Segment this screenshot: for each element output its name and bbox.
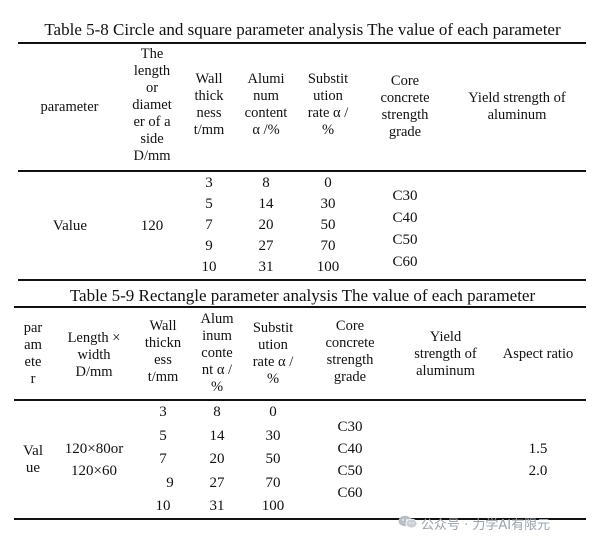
list-item: C30 [392, 188, 418, 204]
list-item: 2.0 [528, 463, 548, 479]
table2-header-wall: Wall thickn ess t/mm [144, 318, 182, 385]
list-item: 7 [159, 451, 167, 467]
watermark-text: 公众号 · 力学AI有限元 [421, 518, 551, 533]
list-item: 9 [205, 238, 213, 254]
list-item: 70 [320, 238, 336, 254]
table1-header-substitution: Substit ution rate α / % [307, 71, 349, 138]
table2-header-length: Length × width D/mm [67, 330, 121, 380]
list-item: 50 [320, 217, 336, 233]
list-item: 100 [316, 259, 340, 275]
table2-header-rule [14, 399, 586, 401]
table1-wall-values: 3 5 7 9 10 [186, 173, 232, 278]
list-item: 5 [205, 196, 213, 212]
table2-substitution-values: 0 30 50 70 100 [243, 401, 303, 519]
list-item: 3 [159, 404, 167, 420]
table1-substitution-values: 0 30 50 70 100 [298, 173, 358, 278]
table1-header-wall: Wall thick ness t/mm [193, 71, 225, 138]
list-item: 20 [258, 217, 274, 233]
table1-bottom-rule [18, 279, 586, 281]
table2-header-core-grade: Core concrete strength grade [325, 318, 375, 385]
table1-row-label: Value [52, 218, 88, 234]
list-item: C30 [337, 419, 363, 435]
table2-header-parameter: par am ete r [23, 320, 43, 387]
table1-caption: Table 5-8 Circle and square parameter an… [44, 20, 561, 39]
table1-header-parameter: parameter [40, 99, 99, 115]
table2-header-aspect: Aspect ratio [502, 346, 574, 362]
list-item: 10 [201, 259, 217, 275]
table1-header-length: The length or diamet er of a side D/mm [132, 46, 172, 164]
list-item: 100 [261, 498, 285, 514]
table1-top-rule [18, 42, 586, 44]
table1-grade-values: C30 C40 C50 C60 [365, 185, 445, 273]
list-item: 0 [269, 404, 277, 420]
table2-bottom-rule [14, 518, 586, 520]
wechat-icon [398, 515, 418, 529]
table2-aluminum-values: 8 14 20 27 31 [192, 401, 242, 519]
list-item: 8 [213, 404, 221, 420]
table1-header-yield: Yield strength of aluminum [468, 90, 566, 123]
table2-header-aluminum: Alum inum conte nt α / % [200, 311, 234, 395]
list-item: 0 [324, 175, 332, 191]
table1-aluminum-values: 8 14 20 27 31 [236, 173, 296, 278]
table1-header-core-grade: Core concrete strength grade [380, 73, 430, 140]
list-item: 5 [159, 427, 167, 444]
list-item: 7 [205, 217, 213, 233]
list-item: 3 [205, 175, 213, 191]
list-item: 9 [166, 474, 174, 491]
list-item: 14 [209, 427, 225, 444]
list-item: 70 [265, 474, 281, 491]
list-item: 120×80or [64, 441, 124, 457]
list-item: 30 [265, 427, 281, 444]
list-item: 8 [262, 175, 270, 191]
table2-top-rule [14, 306, 586, 308]
table2-header-substitution: Substit ution rate α / % [252, 320, 294, 387]
table2-aspect-values: 1.5 2.0 [494, 438, 582, 482]
table1-header-rule [18, 170, 586, 172]
table2-row-label: Val ue [23, 443, 43, 476]
list-item: C40 [337, 441, 363, 457]
list-item: C60 [337, 485, 363, 501]
table1-length-value: 120 [140, 218, 164, 234]
list-item: 14 [258, 196, 274, 212]
list-item: 27 [258, 238, 274, 254]
table2-caption: Table 5-9 Rectangle parameter analysis T… [69, 286, 536, 305]
list-item: 1.5 [528, 441, 548, 457]
list-item: 31 [209, 498, 225, 514]
list-item: 120×60 [71, 463, 117, 479]
table1-header-aluminum: Alumi num content α /% [244, 71, 288, 138]
list-item: 30 [320, 196, 336, 212]
list-item: 20 [209, 451, 225, 467]
list-item: C50 [337, 463, 363, 479]
list-item: 10 [155, 498, 171, 514]
table2-grade-values: C30 C40 C50 C60 [310, 416, 390, 504]
table2-length-values: 120×80or 120×60 [52, 438, 136, 482]
list-item: C50 [392, 232, 418, 248]
list-item: 50 [265, 451, 281, 467]
list-item: 31 [258, 259, 274, 275]
list-item: C40 [392, 210, 418, 226]
table2-header-yield: Yield strength of aluminum [414, 329, 477, 379]
table2-wall-values: 3 5 7 9 10 [140, 401, 186, 519]
list-item: C60 [392, 254, 418, 270]
list-item: 27 [209, 474, 225, 491]
